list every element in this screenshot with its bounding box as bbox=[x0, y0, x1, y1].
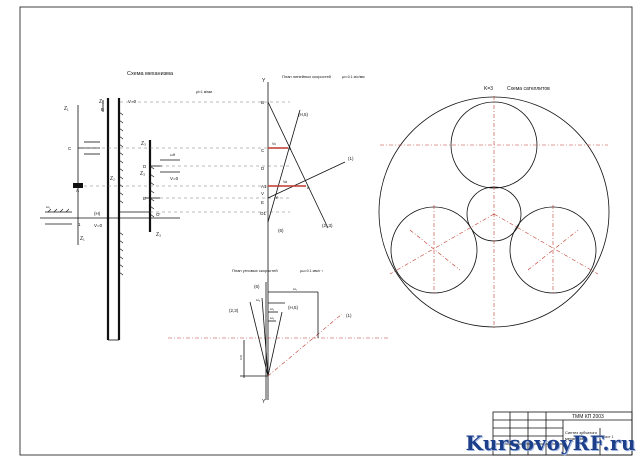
label-one: 1 bbox=[78, 222, 81, 227]
label-c: C bbox=[68, 146, 72, 151]
hatch-input bbox=[47, 208, 70, 213]
angular-velocity-plan: План угловых скоростей μω=0.1 мм/с⁻¹ h=0… bbox=[168, 268, 390, 405]
label-lin-23: (2, 3) bbox=[322, 223, 333, 228]
title-name-2: механизма bbox=[565, 436, 586, 441]
label-z3-bottom: Z₃ bbox=[156, 232, 161, 238]
line-6 bbox=[267, 109, 301, 223]
label-a: A bbox=[76, 188, 79, 193]
label-ang-6: (6) bbox=[254, 284, 260, 289]
label-ang-w1: ω₁ bbox=[293, 287, 298, 291]
label-z3-lower: Z₃ bbox=[140, 171, 145, 177]
label-lin-6: (6) bbox=[278, 228, 284, 233]
ray-1 bbox=[267, 313, 343, 377]
mechanism-scheme: Схема механизма μl=1 м/мм Z₁ Z₂ B V=0 bbox=[40, 71, 213, 341]
line-1 bbox=[267, 161, 346, 199]
linear-title: План линейных скоростей bbox=[282, 74, 331, 79]
label-z1-lower: Z₁ bbox=[80, 236, 85, 242]
label-lin-d: D bbox=[261, 166, 265, 171]
label-lin-h5: (H,5) bbox=[298, 112, 309, 117]
label-ang-w2: ω₂ bbox=[270, 307, 275, 311]
title-code: ТММ КП 2003 bbox=[572, 414, 604, 420]
label-z3: Z₃ bbox=[141, 141, 146, 147]
title-name-1: Синтез зубчатого bbox=[565, 430, 598, 435]
label-lin-va: Va bbox=[283, 180, 287, 184]
label-b: B bbox=[101, 107, 104, 112]
label-lin-vc: Vc bbox=[272, 142, 276, 146]
satellites-title: Схема сателлитов bbox=[507, 86, 550, 92]
label-wh: ωH bbox=[170, 153, 176, 157]
label-lin-e-big: E bbox=[261, 200, 264, 205]
label-vh: V=0 bbox=[94, 223, 103, 228]
label-w1: ω₁ bbox=[46, 205, 51, 209]
label-z1: Z₁ bbox=[64, 106, 69, 112]
line-h5 bbox=[267, 101, 329, 229]
label-ang-h: h=0 bbox=[239, 355, 243, 360]
label-e: E bbox=[143, 196, 146, 201]
point-a-mark bbox=[73, 183, 83, 188]
title-sheet: Лист 1 bbox=[603, 435, 614, 439]
label-ang-23: (2,3) bbox=[229, 308, 239, 313]
label-lin-b: B bbox=[261, 100, 264, 105]
label-lin-c: C bbox=[261, 148, 265, 153]
label-lin-o1: O1 bbox=[260, 211, 267, 216]
angular-scale: μω=0.1 мм/с⁻¹ bbox=[300, 269, 324, 273]
label-lin-a: a bbox=[307, 185, 310, 190]
ray-23 bbox=[249, 301, 269, 377]
linear-velocity-plan: План линейных скоростей μv=0.1 м/с/мм Y … bbox=[260, 74, 365, 400]
ray-h5 bbox=[267, 311, 283, 377]
title-block: ТММ КП 2003 Синтез зубчатого механизма Л… bbox=[492, 411, 633, 456]
label-lin-v: V bbox=[261, 191, 264, 196]
label-lin-1: (1) bbox=[348, 156, 354, 161]
satellite-axes bbox=[380, 96, 608, 330]
label-o: O' bbox=[156, 212, 161, 217]
label-ang-w6: ω₆ bbox=[256, 298, 261, 302]
label-ang-w3: ω₃ bbox=[270, 316, 275, 320]
label-vd: V=0 bbox=[170, 176, 179, 181]
ray-6 bbox=[261, 297, 269, 377]
gear-teeth-lower bbox=[118, 231, 124, 276]
label-vb: V=0 bbox=[128, 99, 137, 104]
satellites-scheme: K=3 Схема сателлитов bbox=[378, 86, 610, 330]
gear-z3-teeth bbox=[149, 165, 155, 218]
gear-teeth-upper bbox=[118, 111, 124, 204]
label-lin-a1: A1 bbox=[261, 184, 267, 189]
label-y-top: Y bbox=[262, 78, 266, 84]
label-lin-e: e bbox=[276, 195, 279, 200]
label-z2: Z₂ bbox=[99, 99, 104, 105]
angular-title: План угловых скоростей bbox=[232, 268, 278, 273]
mechanism-title: Схема механизма bbox=[127, 71, 174, 77]
label-y-bottom: Y bbox=[262, 399, 266, 405]
watermark-logo: KursovoyRF.ru bbox=[465, 431, 636, 455]
mechanism-scale: μl=1 м/мм bbox=[196, 90, 213, 94]
linear-scale: μv=0.1 м/с/мм bbox=[342, 75, 365, 79]
label-lin-c-small: c bbox=[289, 146, 292, 151]
label-d: D bbox=[143, 164, 147, 169]
label-z2-lower: Z₂ bbox=[110, 176, 115, 182]
sheet-frame bbox=[19, 6, 633, 456]
label-ang-h5: (H,5) bbox=[288, 305, 299, 310]
label-h: (H) bbox=[94, 211, 101, 216]
label-ang-1: (1) bbox=[346, 313, 352, 318]
satellite-k: K=3 bbox=[484, 86, 493, 92]
